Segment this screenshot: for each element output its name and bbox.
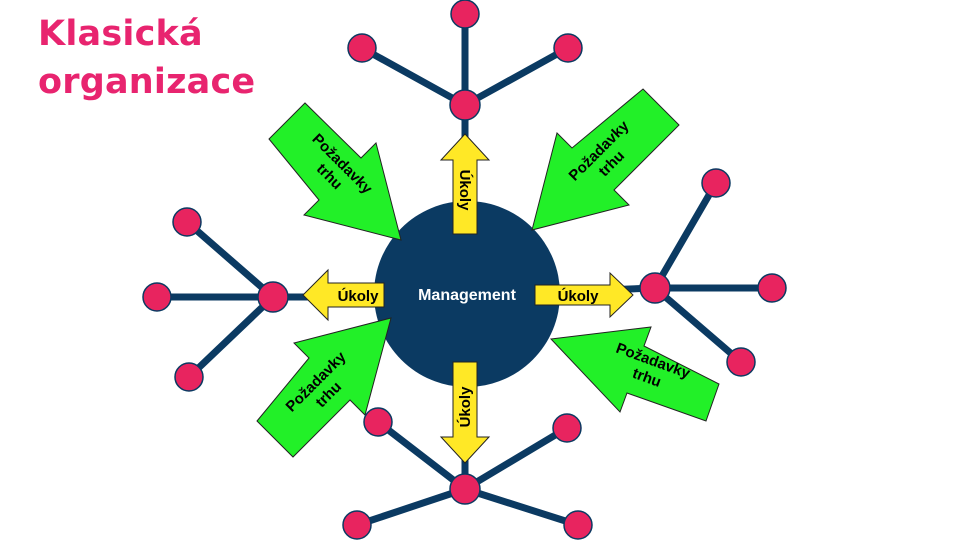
node-left-1 (172, 207, 202, 237)
node-left-2 (142, 282, 172, 312)
task-arrow-down (439, 361, 491, 464)
task-label-right: Úkoly (558, 287, 600, 305)
left-link-1 (183, 218, 277, 301)
node-top-2 (347, 33, 377, 63)
node-top-hub (449, 89, 481, 121)
node-right-3 (726, 347, 756, 377)
node-top-1 (450, 0, 480, 29)
bottom-link-2 (461, 424, 571, 493)
node-bottom-4 (563, 510, 593, 540)
node-right-1 (701, 168, 731, 198)
left-link-3 (185, 293, 277, 381)
right-link-1 (651, 179, 720, 292)
node-left-3 (174, 362, 204, 392)
node-bottom-1 (363, 407, 393, 437)
management-circle (374, 201, 560, 387)
task-arrow-up (439, 133, 491, 235)
market-arrows (256, 88, 720, 458)
management-label: Management (418, 287, 516, 304)
title-line-1: Klasická (38, 14, 203, 54)
top-link-2 (358, 44, 469, 109)
right-link-3 (651, 284, 745, 366)
task-arrow-right (534, 271, 634, 319)
node-top-3 (553, 33, 583, 63)
market-arrow-top-left (268, 102, 402, 241)
node-right-2 (757, 273, 787, 303)
market-arrow-bottom-right (549, 326, 720, 422)
bottom-link-3 (353, 485, 469, 529)
node-right-hub (639, 272, 671, 304)
task-arrow-left (302, 268, 385, 322)
node-bottom-3 (342, 510, 372, 540)
title-line-2: organizace (38, 62, 256, 102)
task-label-left: Úkoly (338, 287, 380, 305)
market-arrow-bottom-left (256, 317, 392, 458)
task-arrows (302, 133, 634, 464)
node-bottom-hub (449, 473, 481, 505)
task-label-up: Úkoly (456, 170, 474, 212)
top-link-3 (461, 44, 572, 109)
market-arrow-top-right (531, 88, 680, 231)
node-bottom-2 (552, 413, 582, 443)
network-nodes (142, 0, 787, 540)
bottom-link-4 (461, 485, 582, 529)
task-label-down: Úkoly (456, 386, 474, 428)
node-left-hub (257, 281, 289, 313)
slide-title: Klasická organizace (38, 10, 255, 106)
bottom-link-1 (374, 418, 469, 493)
